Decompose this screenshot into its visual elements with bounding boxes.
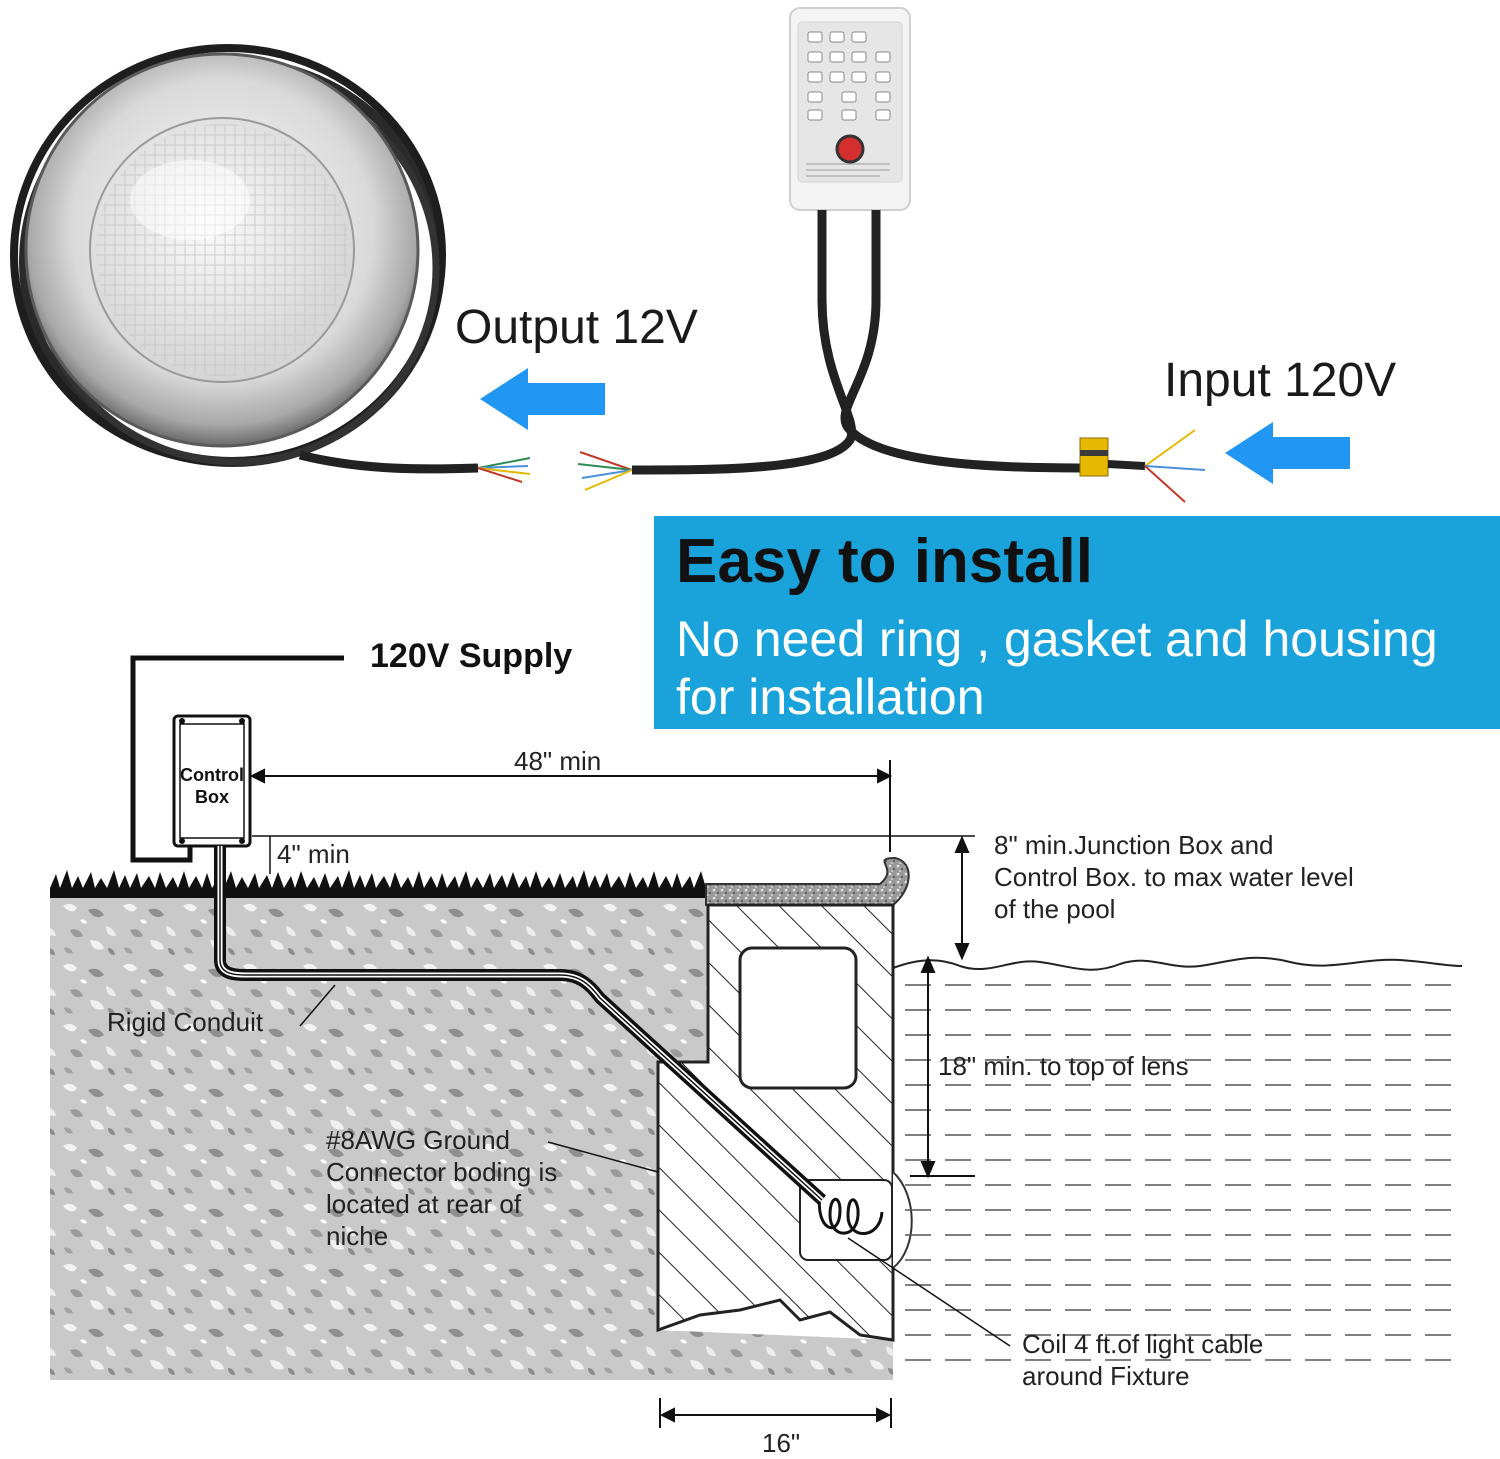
input-voltage-label: Input 120V bbox=[1164, 354, 1397, 407]
ground-note: #8AWG Ground Connector boding is located… bbox=[326, 1125, 558, 1251]
dim-16-line bbox=[659, 1398, 892, 1428]
easy-install-banner: Easy to install No need ring , gasket an… bbox=[654, 516, 1500, 729]
input-arrow-icon bbox=[1225, 422, 1350, 484]
banner-title: Easy to install bbox=[676, 527, 1093, 596]
supply-label: 120V Supply bbox=[370, 637, 573, 675]
ref-line-top bbox=[252, 835, 975, 874]
control-box-device bbox=[789, 7, 911, 211]
output-wire-ends-right bbox=[577, 451, 633, 491]
output-voltage-label: Output 12V bbox=[455, 301, 698, 354]
control-box-enclosure bbox=[172, 714, 252, 848]
grass-line bbox=[50, 870, 708, 898]
wall-niche bbox=[738, 946, 858, 1090]
input-connector bbox=[1079, 437, 1146, 477]
soil-ground bbox=[50, 895, 893, 1380]
supply-line bbox=[130, 655, 344, 863]
leader-rigid-conduit bbox=[299, 984, 336, 1027]
dim-16-label: 16" bbox=[762, 1428, 801, 1458]
leader-coil bbox=[847, 1237, 1011, 1347]
output-cable-main bbox=[631, 210, 857, 475]
banner-subtitle: No need ring , gasket and housing for in… bbox=[676, 611, 1438, 725]
dim-48-label: 48" min bbox=[514, 746, 602, 776]
dim-18-label: 18" min. to top of lens bbox=[938, 1051, 1189, 1081]
fixture-lens bbox=[892, 1171, 913, 1269]
input-cable-main bbox=[840, 210, 1081, 473]
output-cable-left bbox=[298, 450, 479, 474]
input-wire-ends bbox=[1144, 429, 1206, 503]
water-lines bbox=[905, 984, 1460, 1361]
rigid-conduit-label: Rigid Conduit bbox=[107, 1007, 264, 1037]
pool-coping bbox=[705, 856, 910, 906]
leader-ground bbox=[547, 1141, 659, 1173]
fixture-niche bbox=[799, 1179, 893, 1261]
dim-4-label: 4" min bbox=[277, 839, 350, 869]
dim-8-note: 8" min.Junction Box and Control Box. to … bbox=[994, 830, 1354, 924]
water-surface bbox=[892, 956, 1463, 971]
coil-note: Coil 4 ft.of light cable around Fixture bbox=[1022, 1329, 1264, 1391]
dim-8-line bbox=[954, 835, 970, 961]
dim-18-line bbox=[910, 955, 975, 1179]
output-wire-ends-left bbox=[477, 457, 531, 483]
output-arrow-icon bbox=[480, 368, 605, 430]
pool-light-fixture bbox=[24, 52, 420, 448]
control-keypad bbox=[807, 31, 891, 121]
control-box-label: Control Box bbox=[180, 765, 244, 807]
cable-coil bbox=[817, 1194, 884, 1235]
power-switch-icon bbox=[835, 134, 865, 164]
